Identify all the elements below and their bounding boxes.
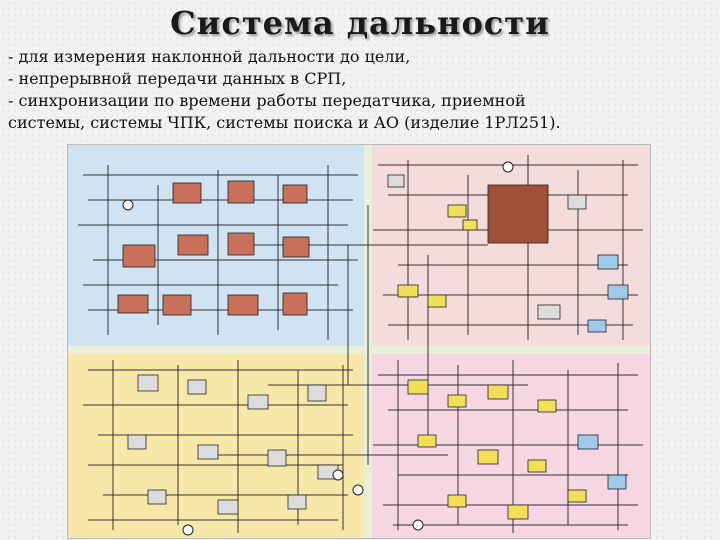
circuit-block	[447, 394, 467, 408]
circuit-block	[607, 474, 627, 490]
circuit-block	[282, 236, 310, 258]
circuit-block	[477, 449, 499, 465]
circuit-block	[397, 284, 419, 298]
connector-symbol	[412, 519, 424, 531]
connector-symbol	[352, 484, 364, 496]
circuit-block	[527, 459, 547, 473]
connector-symbol	[502, 161, 514, 173]
circuit-block	[487, 384, 509, 400]
circuit-block	[307, 384, 327, 402]
circuit-block	[122, 244, 156, 268]
circuit-block	[137, 374, 159, 392]
circuit-blocks	[117, 161, 629, 536]
connector-symbol	[122, 199, 134, 211]
circuit-block	[287, 494, 307, 510]
circuit-block	[282, 184, 308, 204]
zone-t22m2	[368, 145, 650, 350]
connector-symbol	[182, 524, 194, 536]
zone-backgrounds	[68, 145, 650, 538]
circuit-block	[227, 180, 255, 204]
circuit-block	[227, 232, 255, 256]
bullet-item: системы, системы ЧПК, системы поиска и А…	[8, 113, 561, 132]
circuit-block	[447, 204, 467, 218]
circuit-block	[282, 292, 308, 316]
circuit-block	[607, 284, 629, 300]
circuit-block	[417, 434, 437, 448]
bullet-list: - для измерения наклонной дальности до ц…	[8, 46, 716, 134]
slide-title: Система дальности	[170, 4, 550, 42]
circuit-block	[537, 304, 561, 320]
circuit-block	[567, 194, 587, 210]
circuit-block	[577, 434, 599, 450]
schematic-svg	[68, 145, 650, 538]
circuit-block	[447, 494, 467, 508]
bullet-item: - для измерения наклонной дальности до ц…	[8, 47, 411, 66]
circuit-block	[162, 294, 192, 316]
circuit-block	[537, 399, 557, 413]
circuit-block	[267, 449, 287, 467]
circuit-block	[507, 504, 529, 520]
zone-divider	[68, 346, 650, 354]
circuit-block	[147, 489, 167, 505]
circuit-block	[117, 294, 149, 314]
circuit-block	[177, 234, 209, 256]
circuit-block	[567, 489, 587, 503]
circuit-block	[587, 319, 607, 333]
circuit-block	[387, 174, 405, 188]
circuit-block	[487, 184, 549, 244]
circuit-block	[597, 254, 619, 270]
circuit-block	[217, 499, 239, 515]
circuit-block	[407, 379, 429, 395]
circuit-block	[172, 182, 202, 204]
circuit-block	[127, 434, 147, 450]
connector-symbol	[332, 469, 344, 481]
schematic-diagram	[68, 145, 650, 538]
circuit-block	[187, 379, 207, 395]
circuit-block	[247, 394, 269, 410]
circuit-block	[227, 294, 259, 316]
circuit-block	[197, 444, 219, 460]
bullet-item: - непрерывной передачи данных в СРП,	[8, 69, 347, 88]
circuit-block	[462, 219, 478, 231]
circuit-block	[427, 294, 447, 308]
bullet-item: - синхронизации по времени работы переда…	[8, 91, 526, 110]
